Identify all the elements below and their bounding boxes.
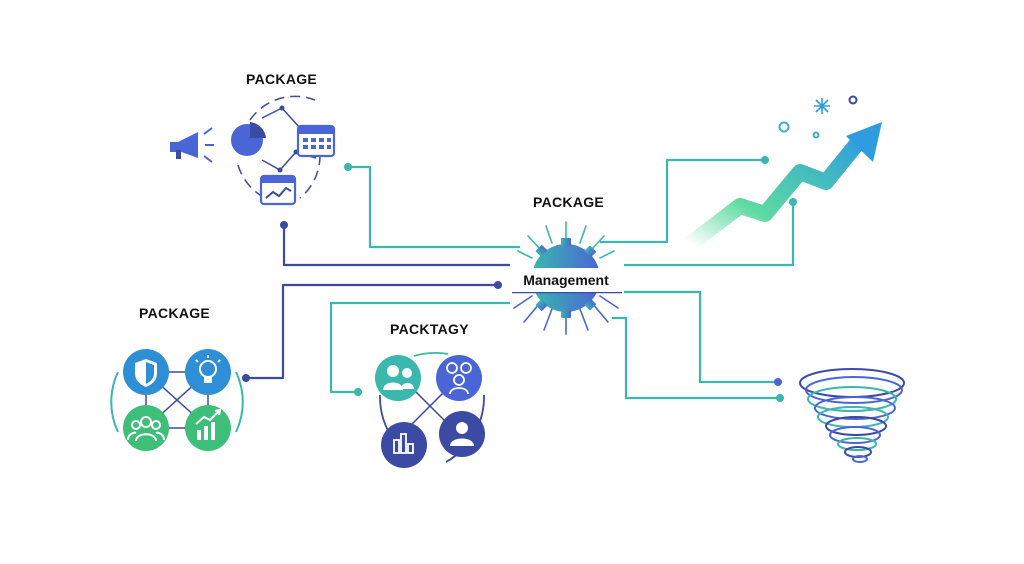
lightbulb-icon — [185, 349, 231, 395]
shield-icon — [123, 349, 169, 395]
label-center-top: PACKAGE — [533, 194, 605, 210]
people-group-icon — [436, 355, 482, 401]
growth-chart-icon — [185, 405, 231, 451]
connector-arrow-high — [600, 158, 765, 244]
connector-left — [246, 283, 498, 380]
calendar-icon — [296, 124, 336, 158]
growth-arrow-icon — [682, 122, 882, 252]
connector-arrow-low — [624, 202, 795, 267]
connector-dot — [789, 198, 797, 206]
team-icon — [123, 405, 169, 451]
pie-chart-icon — [231, 122, 266, 156]
connector-dot — [280, 221, 288, 229]
connector-dot — [354, 388, 362, 396]
hub-label-management: Management — [510, 268, 622, 292]
connector-funnel-b — [612, 316, 780, 400]
sparkle-icon — [778, 95, 858, 139]
connector-dots — [242, 156, 797, 402]
connector-dot — [776, 394, 784, 402]
line-chart-calendar-icon — [259, 174, 297, 206]
connector-top-left-teal — [348, 165, 520, 249]
connector-dot — [494, 281, 502, 289]
label-top-left: PACKAGE — [246, 71, 318, 87]
connector-dot — [774, 378, 782, 386]
connector-top-left-navy — [282, 225, 510, 267]
connector-dot — [242, 374, 250, 382]
megaphone-icon — [170, 127, 214, 163]
connector-dot — [761, 156, 769, 164]
top-left-cluster — [170, 95, 336, 206]
spiral-funnel-icon — [799, 368, 905, 463]
connector-bottom — [329, 301, 510, 394]
bottom-cluster — [375, 352, 485, 468]
meeting-icon — [375, 355, 421, 401]
connector-funnel-a — [624, 290, 778, 384]
left-cluster — [110, 349, 244, 451]
label-bottom-center: PACKTAGY — [390, 321, 469, 337]
user-icon — [439, 411, 485, 457]
connector-dot — [344, 163, 352, 171]
label-left: PACKAGE — [139, 305, 211, 321]
bar-chart-icon — [381, 422, 427, 468]
connector-lines — [246, 158, 795, 400]
